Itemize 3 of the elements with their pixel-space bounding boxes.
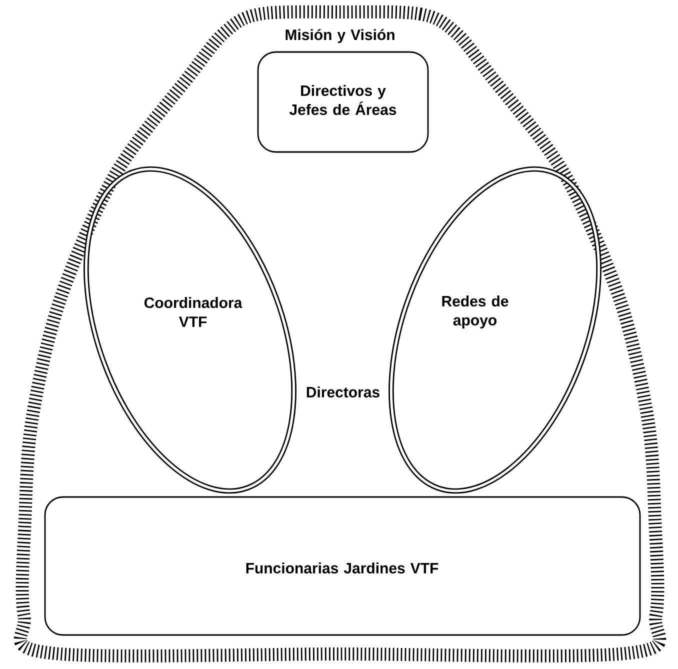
- rounded-box: Directivos y Jefes de Áreas: [257, 51, 429, 153]
- rounded-box: Funcionarias Jardines VTF: [44, 496, 641, 636]
- area-label: Directoras: [306, 386, 380, 398]
